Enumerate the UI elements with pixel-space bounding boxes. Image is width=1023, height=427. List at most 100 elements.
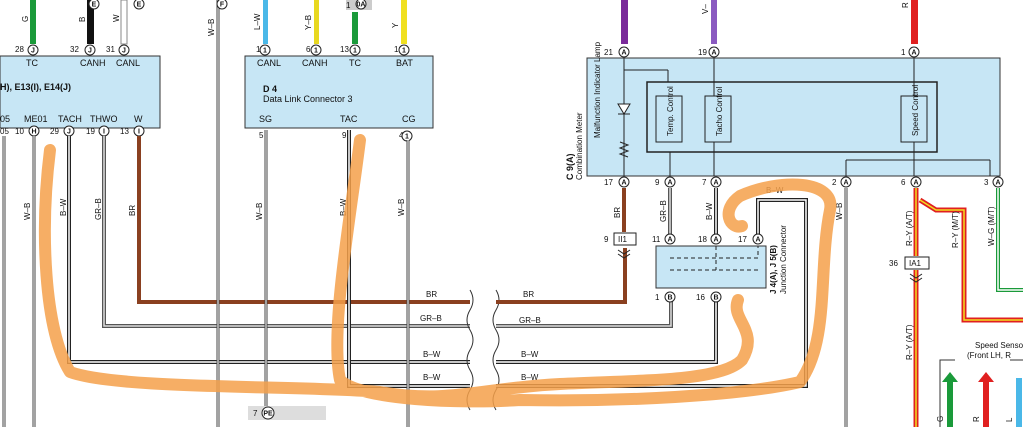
dlc-top-wires: L–W Y–B 1 0A Y (253, 0, 407, 44)
svg-text:E: E (92, 2, 97, 9)
label-05: 05 (0, 114, 10, 124)
svg-text:29: 29 (50, 127, 59, 136)
dlc-label-tac: TAC (340, 114, 358, 124)
pin-num: 31 (106, 45, 115, 54)
svg-text:6: 6 (306, 45, 311, 54)
junction-name: Junction Connector (779, 225, 788, 294)
label-tc: TC (26, 58, 38, 68)
svg-text:6: 6 (901, 178, 906, 187)
dlc-label-tc: TC (349, 58, 361, 68)
left-connector-title: H), E13(I), E14(J) (0, 82, 71, 92)
svg-text:BR: BR (426, 290, 437, 299)
svg-text:1: 1 (402, 48, 406, 55)
right-harness (496, 198, 808, 388)
junction-bottom-pins: 1 B 16 B (655, 291, 722, 303)
svg-text:A: A (911, 50, 916, 57)
svg-text:A: A (713, 180, 718, 187)
pin-0a: 0A (355, 0, 367, 10)
svg-text:R–Y (A/T): R–Y (A/T) (905, 324, 914, 360)
meter-lamp-label: Malfunction Indicator Lamp (593, 41, 602, 138)
svg-text:PE: PE (263, 411, 273, 418)
svg-text:10: 10 (15, 127, 24, 136)
pin-e-1: E (88, 0, 100, 10)
svg-text:Speed Sensor: Speed Sensor (975, 341, 1023, 350)
svg-text:9: 9 (655, 178, 660, 187)
pin-num: 32 (70, 45, 79, 54)
svg-text:(Front LH, R: (Front LH, R (967, 351, 1011, 360)
svg-text:W–B: W–B (23, 203, 32, 220)
svg-text:BR: BR (613, 207, 622, 218)
svg-text:L: L (1005, 417, 1014, 422)
pin-j-29: J (63, 125, 75, 137)
svg-text:A: A (755, 237, 760, 244)
speed-sensor: Speed Sensor (Front LH, R G R L (936, 341, 1023, 427)
temp-control-label: Temp. Control (666, 86, 675, 136)
pin-h-10: H (28, 125, 40, 137)
temp-control (655, 95, 683, 143)
label-tach: TACH (58, 114, 82, 124)
pin-f: F (216, 0, 228, 10)
tacho-control-label: Tacho Control (715, 86, 724, 136)
svg-text:R: R (901, 2, 910, 8)
svg-text:1: 1 (901, 48, 906, 57)
svg-text:R–Y (A/T): R–Y (A/T) (905, 210, 914, 246)
svg-text:A: A (711, 50, 716, 57)
meter-name: Combination Meter (575, 112, 584, 180)
svg-text:B–W: B–W (521, 373, 539, 382)
meter-bottom-pins: 17 A 9 A 7 A 2 A 6 A 3 A (604, 176, 1004, 188)
svg-text:W–B: W–B (255, 203, 264, 220)
dlc-top-pins: 14 1 6 1 13 1 16 1 (256, 44, 410, 56)
dlc-label-canl: CANL (257, 58, 281, 68)
svg-text:16: 16 (696, 293, 705, 302)
svg-text:IA1: IA1 (909, 259, 922, 268)
svg-text:L–W: L–W (253, 13, 262, 30)
left-top-wires: G B W E E (21, 0, 145, 45)
meter-bottom-wires: BR GR–B B–W W–B R–Y (A/T) R–Y (M/T) W–G … (613, 188, 1023, 427)
svg-text:H: H (31, 129, 36, 136)
speed-control (900, 95, 928, 143)
svg-text:I: I (138, 129, 140, 136)
svg-text:7: 7 (253, 409, 258, 418)
svg-text:2: 2 (832, 178, 837, 187)
svg-text:W–B: W–B (207, 19, 216, 36)
dlc-name: Data Link Connector 3 (263, 94, 353, 104)
svg-text:B–W: B–W (339, 198, 348, 216)
svg-text:Y–B: Y–B (304, 15, 313, 30)
svg-text:13: 13 (120, 127, 129, 136)
svg-text:A: A (843, 180, 848, 187)
svg-text:7: 7 (702, 178, 707, 187)
svg-text:B–W: B–W (705, 202, 714, 220)
svg-text:A: A (667, 180, 672, 187)
svg-text:19: 19 (86, 127, 95, 136)
svg-text:17: 17 (738, 235, 747, 244)
pin-i-19: I (98, 125, 110, 137)
svg-text:BR: BR (128, 205, 137, 216)
svg-text:5: 5 (259, 131, 264, 140)
svg-text:B–W: B–W (423, 350, 441, 359)
inline-connector-ii1: 9 II1 (604, 232, 637, 259)
svg-text:R: R (972, 416, 981, 422)
svg-text:1: 1 (655, 293, 660, 302)
svg-text:R–Y (M/T): R–Y (M/T) (951, 211, 960, 248)
dlc-bottom-pins: 5 9 4 1 (259, 130, 413, 142)
svg-text:18: 18 (698, 235, 707, 244)
pin-num: 28 (15, 45, 24, 54)
svg-text:9: 9 (342, 131, 347, 140)
svg-text:19: 19 (698, 48, 707, 57)
svg-text:1: 1 (263, 48, 267, 55)
svg-text:A: A (621, 180, 626, 187)
left-connector-bottom-pins: 05 10 H 29 J 19 I 13 I (0, 125, 145, 137)
dlc-label-canh: CANH (302, 58, 328, 68)
svg-text:36: 36 (889, 259, 898, 268)
svg-text:B: B (667, 295, 672, 302)
wire-label-w: W (112, 14, 121, 22)
inline-connector-ia1: 36 IA1 (889, 256, 930, 283)
svg-text:9: 9 (604, 235, 609, 244)
svg-text:A: A (621, 50, 626, 57)
speed-control-label: Speed Control (911, 85, 920, 136)
svg-text:G: G (936, 416, 945, 422)
svg-text:4: 4 (399, 131, 404, 140)
left-connector-top-pins: 28 J 32 J 31 J (15, 44, 130, 56)
svg-text:17: 17 (604, 178, 613, 187)
